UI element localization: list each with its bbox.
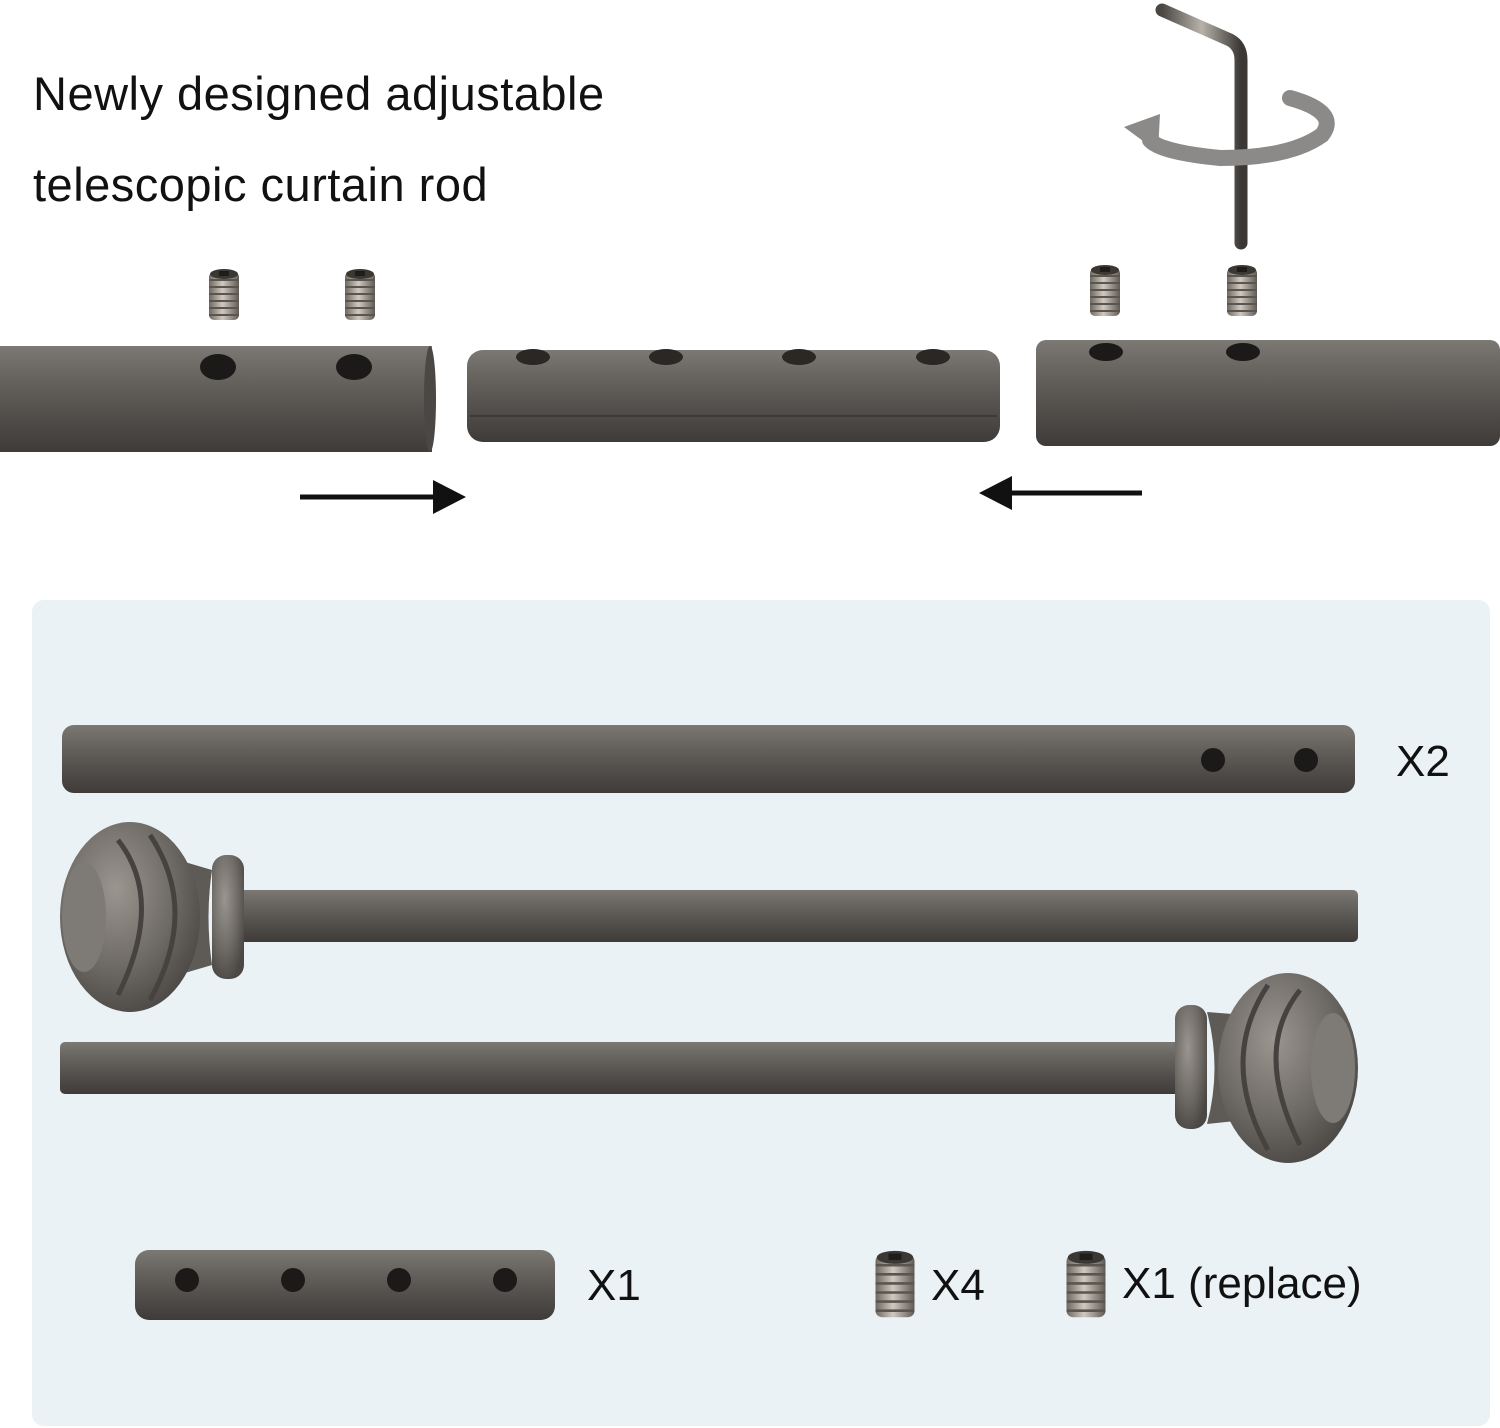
arrow-left-icon — [979, 476, 1142, 510]
headline-line-2: telescopic curtain rod — [33, 158, 489, 211]
screws-quantity: X4 — [931, 1261, 985, 1310]
left-rod-section — [0, 346, 436, 452]
inner-rod-quantity: X2 — [1396, 737, 1450, 786]
parts-panel — [32, 600, 1490, 1426]
right-rod-section — [1036, 340, 1500, 446]
finial-rod-right — [60, 973, 1358, 1163]
allen-key-icon — [1155, 3, 1248, 250]
connector-quantity: X1 — [587, 1261, 641, 1310]
arrow-right-icon — [300, 480, 466, 514]
inner-rod — [62, 725, 1355, 793]
spare-screw-quantity: X1 (replace) — [1122, 1259, 1362, 1308]
connector-piece — [467, 349, 1000, 442]
headline: Newly designed adjustable telescopic cur… — [33, 48, 605, 230]
rotate-arrow-icon — [1124, 90, 1335, 167]
headline-line-1: Newly designed adjustable — [33, 67, 605, 120]
finial-rod-left — [60, 822, 1358, 1012]
set-screw-icon — [208, 264, 1258, 321]
connector-part — [135, 1250, 555, 1320]
